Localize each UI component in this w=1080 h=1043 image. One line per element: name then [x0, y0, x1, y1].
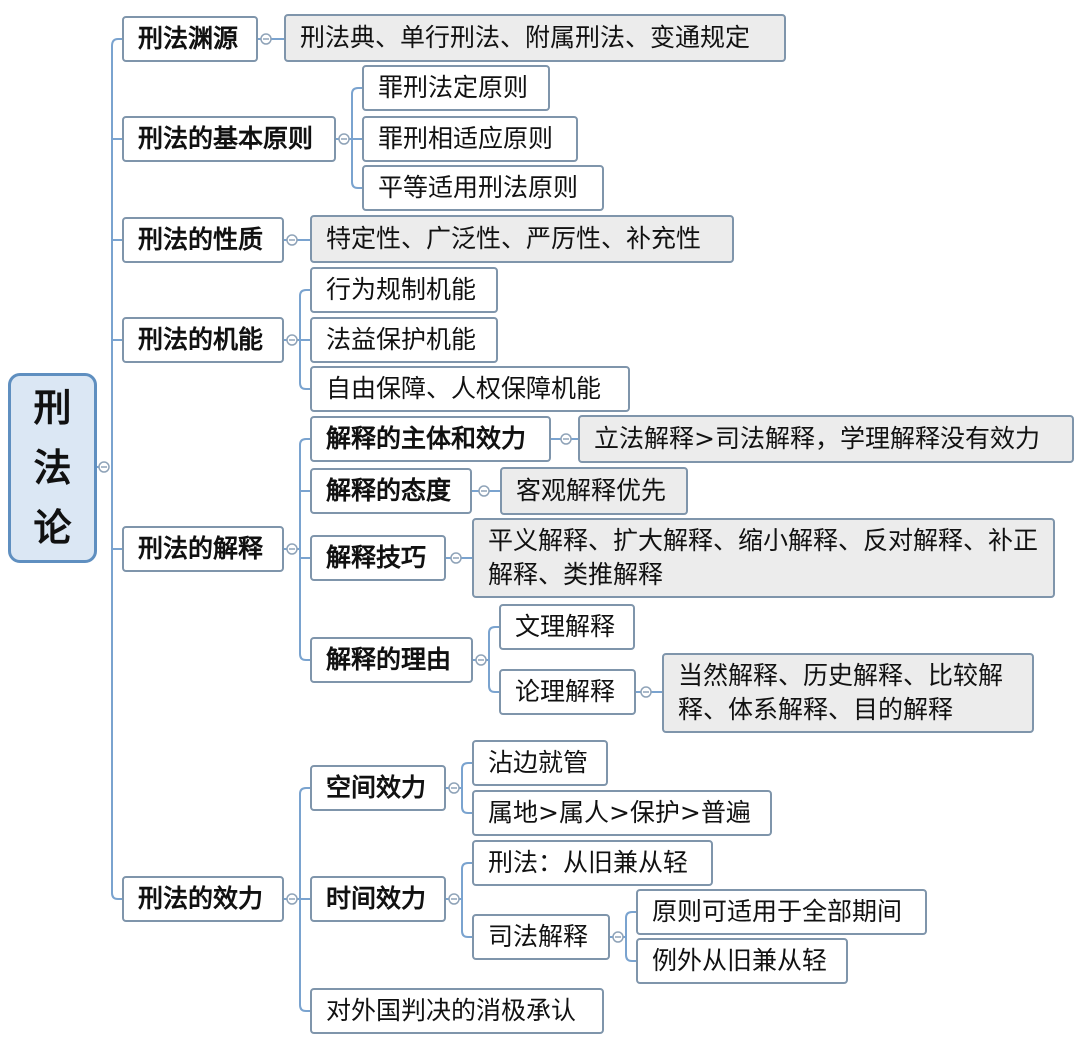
- function-item[interactable]: 法益保护机能: [310, 317, 498, 363]
- space-item[interactable]: 属地>属人>保护>普遍: [472, 790, 772, 836]
- topic-nature[interactable]: 刑法的性质: [122, 217, 284, 263]
- interp-technique-detail[interactable]: 平义解释、扩大解释、缩小解释、反对解释、补正解释、类推解释: [472, 518, 1055, 598]
- topic-function[interactable]: 刑法的机能: [122, 317, 284, 363]
- space-item[interactable]: 沾边就管: [472, 740, 608, 786]
- time-judicial[interactable]: 司法解释: [472, 914, 610, 960]
- topic-interpretation[interactable]: 刑法的解释: [122, 526, 284, 572]
- origin-detail[interactable]: 刑法典、单行刑法、附属刑法、变通规定: [284, 14, 786, 62]
- time-criminal-law[interactable]: 刑法：从旧兼从轻: [472, 840, 713, 886]
- judicial-item[interactable]: 例外从旧兼从轻: [636, 938, 848, 984]
- principle-item[interactable]: 罪刑相适应原则: [362, 116, 578, 162]
- effect-time[interactable]: 时间效力: [310, 876, 446, 922]
- interp-literal[interactable]: 文理解释: [499, 604, 635, 650]
- root-char-3: 论: [33, 506, 72, 550]
- root-topic[interactable]: 刑 法 论: [8, 373, 97, 563]
- principle-item[interactable]: 罪刑法定原则: [362, 65, 550, 111]
- root-char-2: 法: [33, 446, 72, 490]
- judicial-item[interactable]: 原则可适用于全部期间: [636, 889, 927, 935]
- interp-technique[interactable]: 解释技巧: [310, 535, 446, 581]
- effect-foreign[interactable]: 对外国判决的消极承认: [310, 988, 604, 1034]
- topic-origin[interactable]: 刑法渊源: [122, 16, 258, 62]
- root-char-1: 刑: [33, 386, 72, 430]
- interp-subject[interactable]: 解释的主体和效力: [310, 416, 551, 462]
- interp-logical-detail[interactable]: 当然解释、历史解释、比较解释、体系解释、目的解释: [662, 653, 1034, 733]
- interp-attitude[interactable]: 解释的态度: [310, 468, 472, 514]
- effect-space[interactable]: 空间效力: [310, 765, 446, 811]
- function-item[interactable]: 自由保障、人权保障机能: [310, 366, 630, 412]
- interp-logical[interactable]: 论理解释: [499, 669, 636, 715]
- interp-attitude-detail[interactable]: 客观解释优先: [500, 467, 688, 515]
- interp-reason[interactable]: 解释的理由: [310, 637, 473, 683]
- interp-subject-detail[interactable]: 立法解释>司法解释，学理解释没有效力: [578, 415, 1074, 463]
- topic-principles[interactable]: 刑法的基本原则: [122, 116, 336, 162]
- principle-item[interactable]: 平等适用刑法原则: [362, 165, 604, 211]
- nature-detail[interactable]: 特定性、广泛性、严厉性、补充性: [310, 215, 734, 263]
- function-item[interactable]: 行为规制机能: [310, 267, 498, 313]
- topic-effect[interactable]: 刑法的效力: [122, 876, 284, 922]
